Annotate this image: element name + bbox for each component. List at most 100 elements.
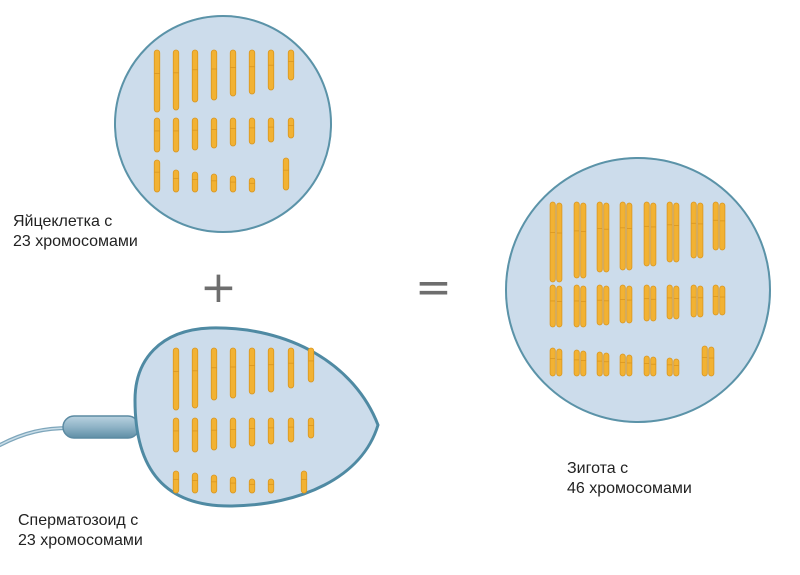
chromosome: [191, 171, 199, 193]
equals-sign: =: [415, 262, 452, 313]
chromosome: [573, 349, 580, 377]
chromosome: [596, 351, 603, 377]
chromosome: [287, 417, 295, 443]
zygote-cell-body: [501, 153, 775, 427]
egg-cell-label: Яйцеклетка с 23 хромосомами: [13, 212, 138, 252]
chromosome: [287, 347, 295, 389]
chromosome: [307, 417, 315, 439]
chromosome: [650, 356, 657, 377]
chromosome: [287, 117, 295, 139]
chromosome: [191, 472, 199, 494]
chromosome: [573, 284, 580, 328]
chromosome: [172, 347, 180, 411]
chromosome: [191, 117, 199, 151]
chromosome: [701, 345, 708, 377]
chromosome: [248, 117, 256, 145]
chromosome: [643, 284, 650, 322]
chromosome: [603, 285, 610, 326]
chromosome: [650, 285, 657, 322]
chromosome: [573, 201, 580, 279]
chromosome: [300, 470, 308, 494]
chromosome: [626, 354, 633, 377]
chromosome: [229, 117, 237, 147]
chromosome: [712, 284, 719, 316]
egg-cell-body: [110, 11, 336, 237]
chromosome: [267, 117, 275, 143]
chromosome: [549, 284, 556, 328]
chromosome: [210, 173, 218, 193]
egg-label-line-2: 23 хромосомами: [13, 233, 138, 250]
chromosome: [210, 117, 218, 149]
egg-chromosome-set: [153, 49, 295, 193]
chromosome: [673, 358, 680, 377]
sperm-cell-label: Сперматозоид с 23 хромосомами: [18, 511, 143, 551]
chromosome: [690, 284, 697, 318]
sperm-head: [133, 326, 380, 508]
chromosome: [210, 417, 218, 451]
chromosome: [549, 201, 556, 283]
plus-sign: +: [200, 262, 237, 313]
chromosome: [229, 175, 237, 193]
chromosome: [153, 159, 161, 193]
chromosome: [690, 201, 697, 259]
chromosome: [673, 202, 680, 263]
chromosome: [229, 347, 237, 399]
chromosome: [229, 476, 237, 494]
chromosome: [229, 417, 237, 449]
chromosome: [248, 177, 256, 193]
chromosome: [708, 346, 715, 377]
chromosome: [282, 157, 290, 191]
chromosome: [210, 347, 218, 401]
chromosome: [556, 285, 563, 328]
chromosome: [172, 470, 180, 494]
sperm-cell: [0, 326, 380, 508]
chromosome: [153, 49, 161, 113]
chromosome: [580, 202, 587, 279]
chromosome: [307, 347, 315, 383]
sperm-label-line-1: Сперматозоид с: [18, 512, 139, 529]
chromosome: [267, 49, 275, 91]
sperm-tail: [0, 426, 72, 447]
zygote-label-line-1: Зигота с: [567, 460, 629, 477]
chromosome: [172, 117, 180, 153]
chromosome: [191, 347, 199, 409]
chromosome: [596, 284, 603, 326]
chromosome: [556, 348, 563, 377]
chromosome: [172, 417, 180, 453]
chromosome: [643, 201, 650, 267]
chromosome: [697, 285, 704, 318]
sperm-label-line-2: 23 хромосомами: [18, 532, 143, 549]
zygote-chromosome-set: [549, 201, 726, 377]
chromosome: [712, 201, 719, 251]
zygote-cell-label: Зигота с 46 хромосомами: [567, 459, 692, 499]
chromosome: [248, 478, 256, 494]
chromosome: [248, 417, 256, 447]
chromosome: [719, 202, 726, 251]
chromosome: [603, 352, 610, 377]
egg-label-line-1: Яйцеклетка с: [13, 213, 113, 230]
chromosome: [626, 202, 633, 271]
chromosome: [666, 357, 673, 377]
chromosome: [626, 285, 633, 324]
chromosome: [650, 202, 657, 267]
sperm-chromosome-set: [172, 347, 315, 494]
chromosome: [248, 347, 256, 395]
chromosome: [619, 353, 626, 377]
chromosome: [287, 49, 295, 81]
chromosome: [603, 202, 610, 273]
chromosome: [191, 49, 199, 103]
chromosome: [666, 284, 673, 320]
chromosome: [666, 201, 673, 263]
chromosome: [248, 49, 256, 95]
chromosome: [596, 201, 603, 273]
zygote-cell: [501, 153, 775, 427]
chromosome: [673, 285, 680, 320]
egg-cell: [110, 11, 336, 237]
chromosome: [719, 285, 726, 316]
chromosome: [619, 284, 626, 324]
chromosome: [172, 49, 180, 111]
sperm-midpiece: [62, 415, 140, 439]
chromosome: [191, 417, 199, 453]
chromosome: [556, 202, 563, 283]
chromosome: [580, 285, 587, 328]
